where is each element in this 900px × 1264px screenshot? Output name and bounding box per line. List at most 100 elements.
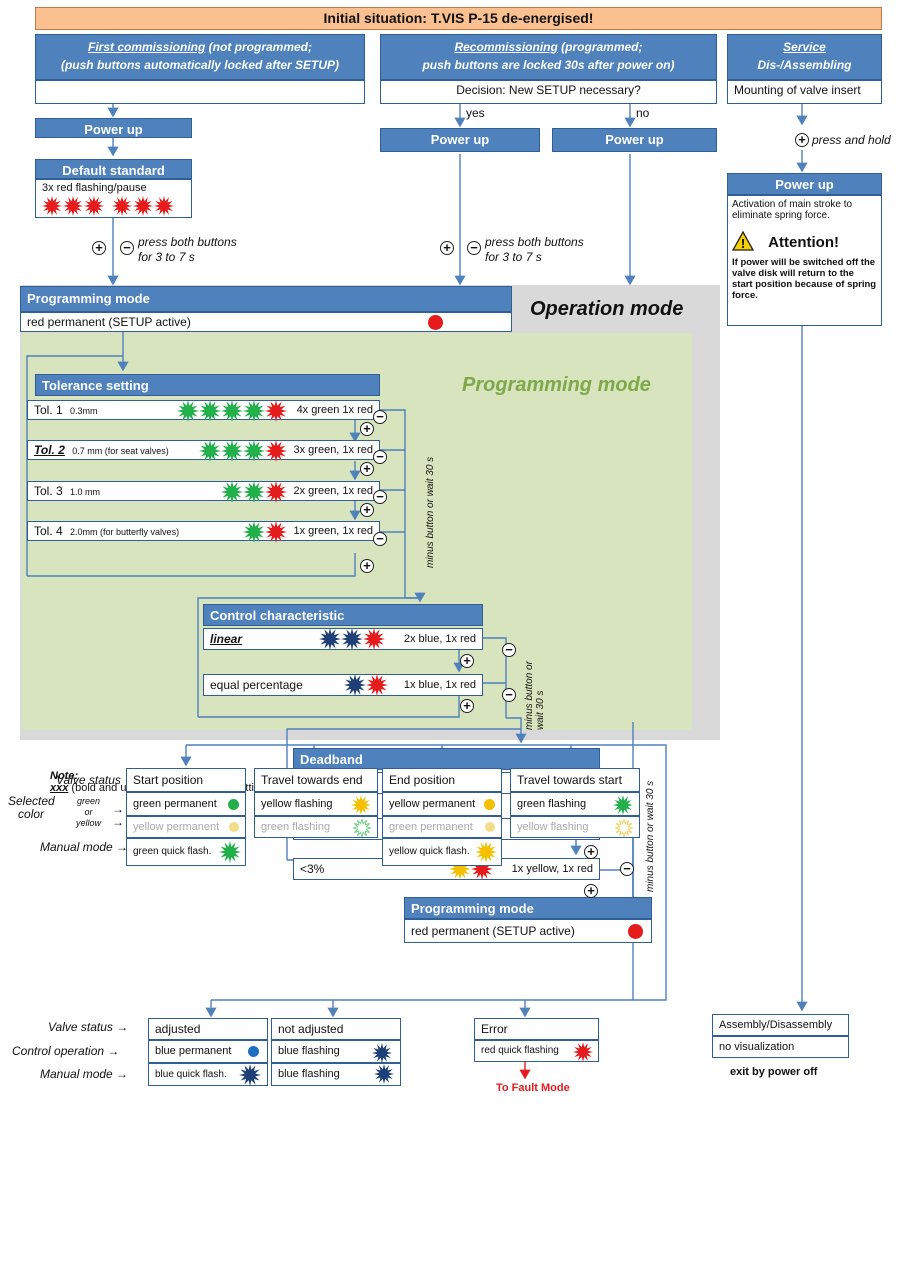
status-alt: yellow flashing (510, 816, 640, 838)
programming-mode-body-2: red permanent (SETUP active) (404, 919, 652, 943)
plus-button-icon[interactable]: + (360, 503, 374, 517)
tolerance-detail: 1.0 mm (70, 487, 101, 497)
warning-text: If power will be switched off the valve … (732, 257, 877, 301)
programming-mode-label: Programming mode (462, 374, 651, 396)
minus-button-icon[interactable]: − (502, 643, 516, 657)
plus-button-icon[interactable]: + (360, 422, 374, 436)
status-primary: yellow permanent (382, 792, 502, 816)
deadband-desc: 1x yellow, 1x red (511, 863, 593, 875)
tolerance-row[interactable]: Tol. 3 1.0 mm 2x green, 1x red (27, 481, 380, 503)
status-led-icon (372, 1043, 392, 1063)
red-flash-icon (471, 858, 493, 880)
green-flash-icon (221, 400, 243, 422)
status-led-icon (475, 841, 497, 864)
green-flash-icon (221, 481, 243, 503)
mounting-box: Mounting of valve insert (727, 80, 882, 104)
default-standard-header: Default standard (35, 159, 192, 179)
led-pattern (344, 674, 388, 696)
service-power-text: Activation of main stroke to eliminate s… (732, 199, 853, 221)
red-flash-row (42, 196, 185, 216)
status-header: Start position (126, 768, 246, 792)
green-flash-icon (243, 521, 265, 543)
status-alt: green permanent (382, 816, 502, 838)
tolerance-detail: 2.0mm (for butterfly valves) (70, 527, 180, 537)
power-up-no: Power up (552, 128, 717, 152)
led-pattern (199, 440, 287, 462)
status-led-icon (352, 818, 372, 838)
red-flash-icon (366, 674, 388, 696)
yellow-flash-icon (449, 858, 471, 880)
control-status-header: not adjusted (271, 1018, 401, 1040)
led-pattern (177, 400, 287, 422)
tolerance-detail: 0.7 mm (for seat valves) (72, 446, 169, 456)
assembly-body: no visualization (712, 1036, 849, 1058)
plus-button-icon[interactable]: + (360, 559, 374, 573)
led-pattern (319, 628, 385, 650)
status-led-icon (613, 795, 633, 815)
blue-flash-icon (341, 628, 363, 650)
control-row[interactable]: linear 2x blue, 1x red (203, 628, 483, 650)
blue-flash-icon (344, 674, 366, 696)
green-flash-icon (199, 440, 221, 462)
power-up-first: Power up (35, 118, 192, 138)
arrow-icon: → (112, 815, 124, 829)
plus-button-icon[interactable]: + (584, 845, 598, 859)
valve-status-label-2: Valve status → (48, 1020, 129, 1034)
minus-button-icon[interactable]: − (120, 241, 134, 255)
minus-button-icon[interactable]: − (467, 241, 481, 255)
red-flash-icon (112, 196, 132, 216)
status-led-icon (219, 841, 241, 864)
status-primary: green permanent (126, 792, 246, 816)
status-led-icon (614, 818, 634, 838)
plus-button-icon[interactable]: + (360, 462, 374, 476)
deadband-name: <3% (300, 862, 325, 876)
tolerance-desc: 3x green, 1x red (293, 444, 374, 456)
tolerance-name: Tol. 3 (34, 484, 63, 498)
programming-mode-header: Programming mode (20, 286, 512, 312)
status-led-icon (485, 819, 495, 835)
red-led-icon (428, 315, 443, 330)
assembly-header: Assembly/Disassembly (712, 1014, 849, 1036)
red-flash-icon (154, 196, 174, 216)
power-up-yes: Power up (380, 128, 540, 152)
plus-button-icon[interactable]: + (460, 699, 474, 713)
plus-button-icon[interactable]: + (460, 654, 474, 668)
red-flash-icon (63, 196, 83, 216)
warning-icon: ! (731, 230, 755, 255)
tolerance-row[interactable]: Tol. 2 0.7 mm (for seat valves) 3x green… (27, 440, 380, 462)
led-pattern (221, 481, 287, 503)
control-status-manual: blue flashing (271, 1063, 401, 1086)
plus-button-icon[interactable]: + (92, 241, 106, 255)
deadband-side-label: minus button or wait 30 s (645, 780, 656, 892)
red-flash-icon (363, 628, 385, 650)
status-header: Travel towards end (254, 768, 378, 792)
red-flash-icon (265, 440, 287, 462)
status-led-icon (228, 795, 239, 813)
minus-button-icon[interactable]: − (502, 688, 516, 702)
power-up-service: Power up (727, 173, 882, 195)
error-body: red quick flashing (474, 1040, 599, 1062)
control-status-op: blue permanent (148, 1040, 268, 1063)
tolerance-row[interactable]: Tol. 4 2.0mm (for butterfly valves) 1x g… (27, 521, 380, 543)
minus-button-icon[interactable]: − (620, 862, 634, 876)
control-row[interactable]: equal percentage 1x blue, 1x red (203, 674, 483, 696)
arrow-icon: → (112, 802, 124, 816)
minus-button-icon[interactable]: − (373, 410, 387, 424)
minus-button-icon[interactable]: − (373, 450, 387, 464)
tolerance-row[interactable]: Tol. 1 0.3mm 4x green 1x red (27, 400, 380, 422)
plus-button-icon[interactable]: + (795, 133, 809, 147)
red-led-icon (628, 924, 643, 939)
fault-mode-label: To Fault Mode (496, 1082, 570, 1094)
minus-button-icon[interactable]: − (373, 532, 387, 546)
control-header: Control characteristic (203, 604, 483, 626)
first-commissioning-body (35, 80, 365, 104)
recommissioning-header: Recommissioning (programmed; push button… (380, 34, 717, 80)
plus-button-icon[interactable]: + (440, 241, 454, 255)
green-flash-icon (199, 400, 221, 422)
plus-button-icon[interactable]: + (584, 884, 598, 898)
tolerance-name: Tol. 4 (34, 524, 63, 538)
control-status-op: blue flashing (271, 1040, 401, 1063)
red-flash-icon (265, 481, 287, 503)
minus-button-icon[interactable]: − (373, 490, 387, 504)
